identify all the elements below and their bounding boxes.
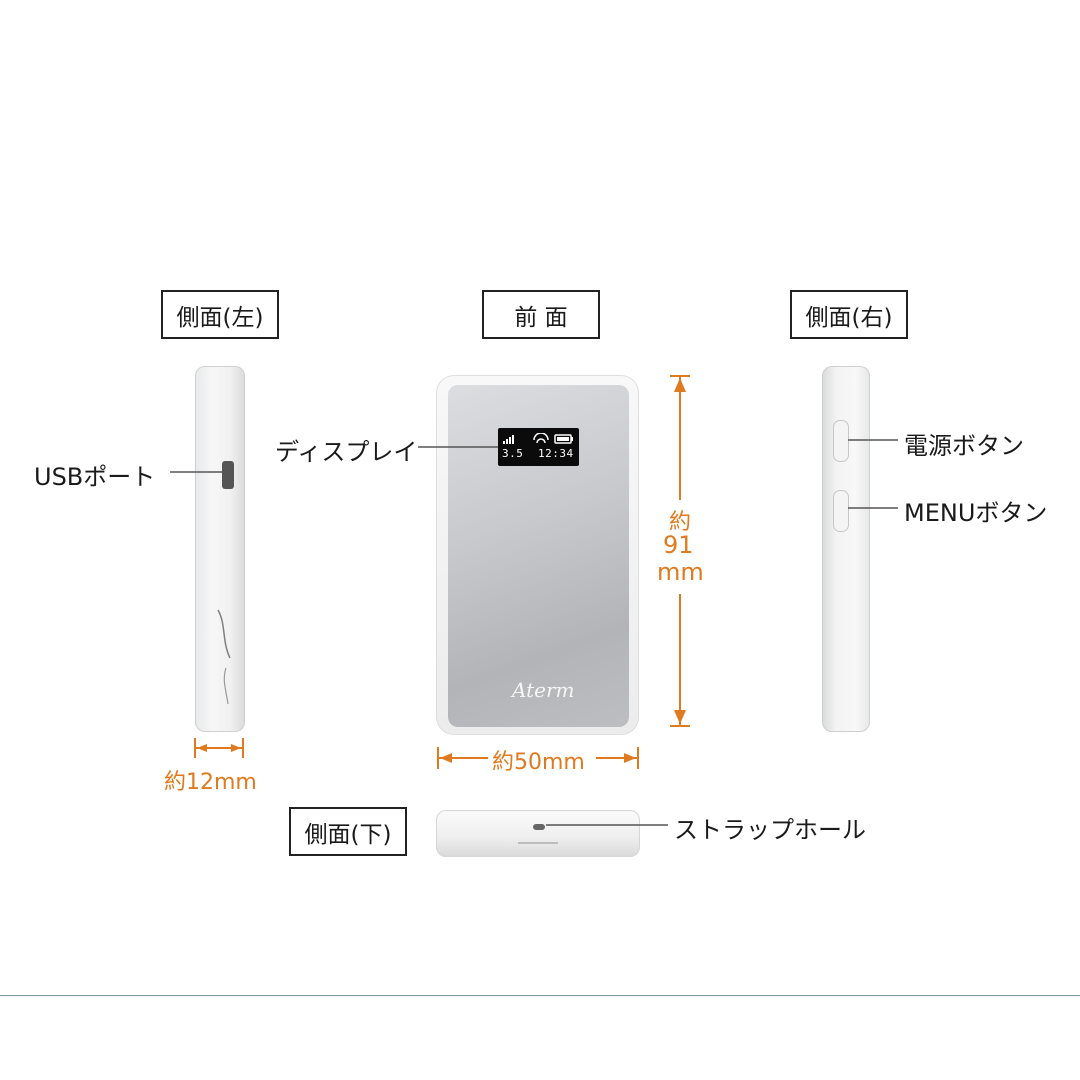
usb-port [222, 461, 234, 489]
view-label-right: 側面(右) [790, 290, 908, 339]
usb-port-callout: USBポート [34, 463, 156, 491]
bottom-divider [0, 995, 1080, 996]
strap-hole [533, 824, 545, 830]
device-bottom-side [436, 810, 640, 857]
menu-button-callout: MENUボタン [904, 499, 1048, 527]
side-logo-mark [217, 609, 231, 705]
front-logo: Aterm [512, 678, 575, 702]
power-button-callout: 電源ボタン [904, 432, 1024, 460]
power-button [833, 420, 849, 462]
device-left-side [195, 366, 245, 732]
view-label-left: 側面(左) [161, 290, 279, 339]
bottom-slot [518, 842, 558, 844]
height-label-value: 91 [663, 531, 694, 559]
width-label: 約50mm [492, 750, 585, 775]
display-callout: ディスプレイ [275, 438, 418, 466]
oled-speed: 3.5 [502, 447, 524, 460]
thickness-label: 約12mm [164, 770, 257, 795]
view-label-front: 前 面 [482, 290, 600, 339]
oled-time: 12:34 [538, 447, 574, 460]
oled-display: 3.5 12:34 [498, 428, 579, 466]
menu-button [833, 490, 849, 532]
height-label-unit: mm [657, 558, 704, 586]
strap-hole-callout: ストラップホール [674, 816, 866, 844]
signal-status-icons [503, 433, 573, 444]
height-label-prefix: 約 [669, 510, 692, 535]
view-label-bottom: 側面(下) [289, 807, 407, 856]
